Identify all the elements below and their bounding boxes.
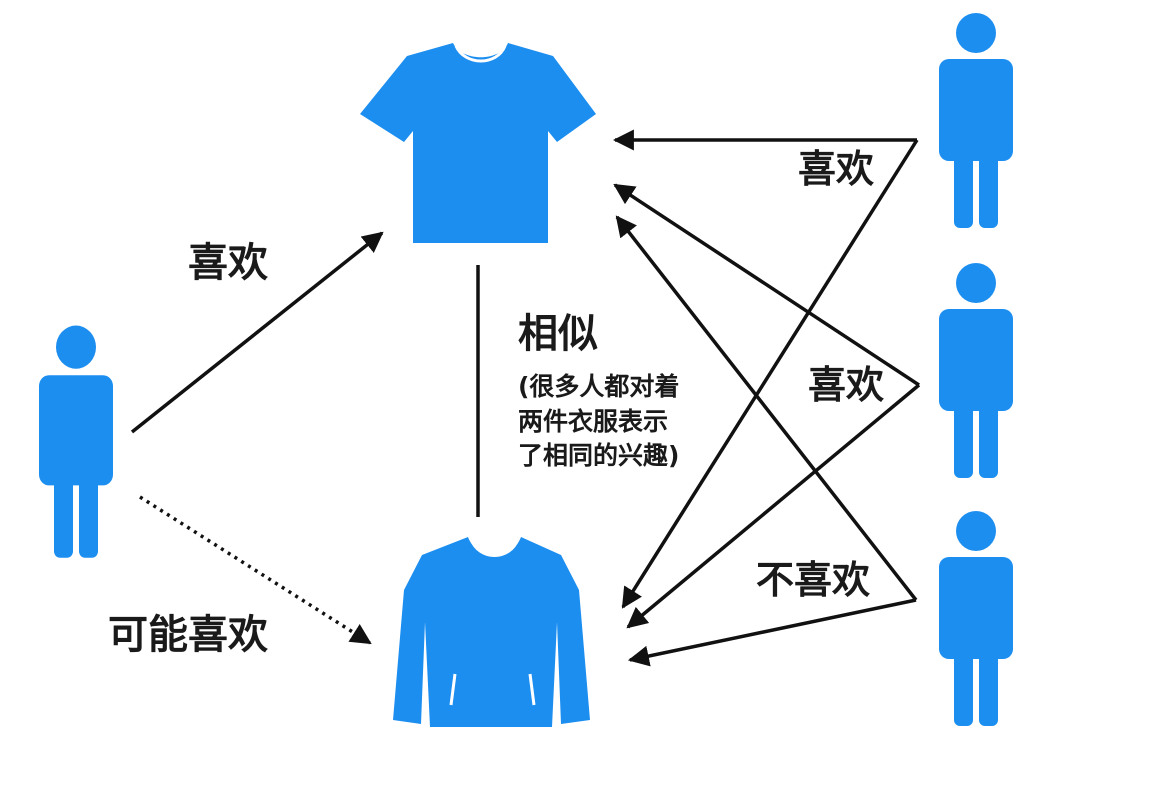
arrow-user3-to-tshirt (615, 215, 918, 602)
similar-note-line-2: 两件衣服表示 (518, 406, 669, 436)
similar-note-line-3: 了相同的兴趣) (518, 441, 680, 470)
arrow-left-to-sweatshirt-dotted (139, 495, 372, 645)
label-similar: 相似 (518, 311, 598, 357)
label-left-maybe-likes: 可能喜欢 (108, 612, 268, 658)
tshirt-icon (360, 43, 596, 243)
label-left-likes: 喜欢 (188, 240, 268, 286)
label-user3-dislikes: 不喜欢 (756, 558, 871, 602)
arrow-user2-to-sweatshirt (626, 383, 921, 629)
person-icon-right-1 (939, 13, 1013, 228)
arrow-left-to-tshirt (130, 231, 384, 434)
label-similar-note: (很多人都对着 两件衣服表示 了相同的兴趣) (518, 370, 679, 474)
sweatshirt-icon (393, 537, 590, 727)
label-user1-likes: 喜欢 (798, 147, 875, 191)
person-icon-left (39, 325, 113, 558)
label-user2-likes: 喜欢 (808, 363, 885, 407)
person-icon-right-2 (939, 263, 1013, 478)
arrow-user2-to-tshirt (613, 183, 920, 387)
arrow-user3-to-sweatshirt (627, 598, 917, 667)
person-icon-right-3 (939, 511, 1013, 726)
similar-note-line-1: (很多人都对着 (518, 372, 680, 401)
arrow-user1-to-sweatshirt (621, 139, 919, 609)
